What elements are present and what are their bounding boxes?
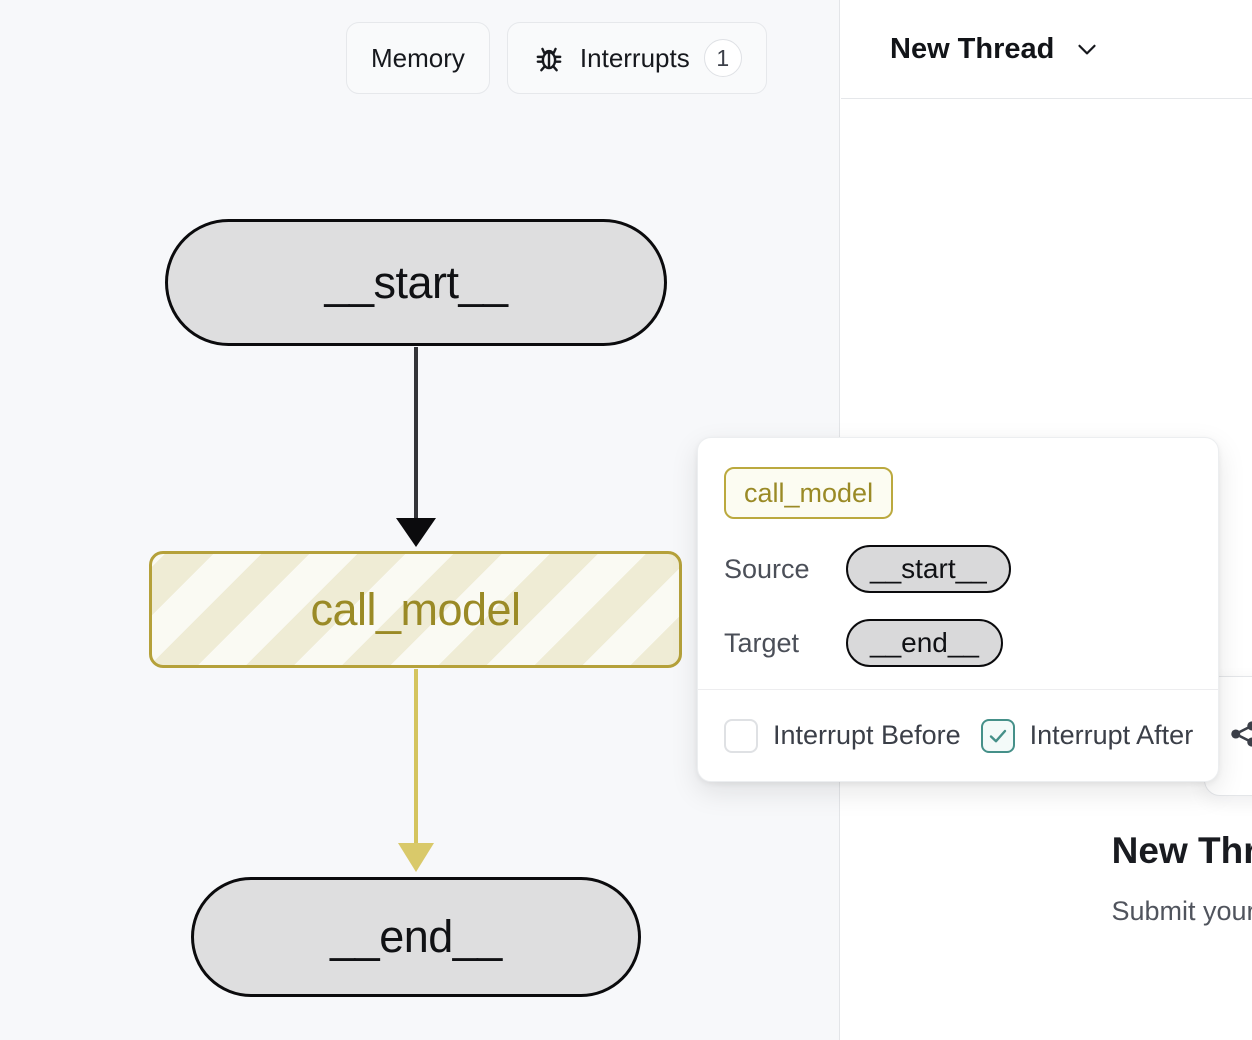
thread-panel-header: New Thread [841, 0, 1252, 99]
interrupts-count-badge: 1 [703, 39, 742, 77]
edge-node-tag-label: call_model [744, 477, 874, 508]
edge-source-value[interactable]: __start__ [846, 545, 1011, 593]
interrupt-options: Interrupt Before Interrupt After [698, 689, 1218, 781]
edge-target-value[interactable]: __end__ [846, 619, 1004, 667]
interrupt-after-checkbox[interactable] [980, 718, 1015, 753]
thread-title: New Thread [890, 32, 1055, 65]
chevron-down-icon[interactable] [1072, 34, 1102, 64]
thread-empty-state: New Thread Submit your input [841, 830, 1252, 927]
interrupt-after-label: Interrupt After [1029, 720, 1194, 750]
interrupt-before-label: Interrupt Before [773, 720, 961, 750]
memory-button-label: Memory [371, 42, 465, 73]
share-nodes-icon [1227, 717, 1252, 756]
edge-details-popover: call_model Source __start__ Target __end… [697, 437, 1219, 782]
interrupts-button-label: Interrupts [579, 42, 690, 73]
edge-target-label: Target [724, 627, 800, 658]
graph-node-call-model[interactable]: call_model [149, 551, 682, 668]
bug-icon [532, 41, 566, 75]
memory-button[interactable]: Memory [346, 22, 490, 94]
interrupt-after-option[interactable]: Interrupt After [980, 718, 1194, 753]
edge-details-body: call_model Source __start__ Target __end… [698, 438, 1218, 667]
edge-target-row: Target __end__ [724, 619, 1192, 667]
interrupt-before-checkbox[interactable] [724, 718, 758, 753]
graph-toolbar: Memory Interrupts 1 [346, 22, 767, 94]
thread-empty-subtitle: Submit your input [1111, 896, 1252, 926]
interrupts-button[interactable]: Interrupts 1 [506, 22, 767, 94]
graph-node-end[interactable]: __end__ [191, 877, 641, 997]
graph-node-end-label: __end__ [330, 911, 502, 962]
interrupt-before-option[interactable]: Interrupt Before [724, 718, 961, 753]
graph-edges [396, 347, 436, 872]
graph-node-start-label: __start__ [324, 256, 508, 308]
graph-node-call-model-label: call_model [310, 583, 521, 635]
graph-node-start[interactable]: __start__ [165, 219, 667, 346]
edge-source-label: Source [724, 553, 810, 584]
edge-node-tag[interactable]: call_model [724, 467, 894, 519]
thread-empty-title: New Thread [1111, 830, 1252, 871]
edge-source-row: Source __start__ [724, 545, 1192, 593]
